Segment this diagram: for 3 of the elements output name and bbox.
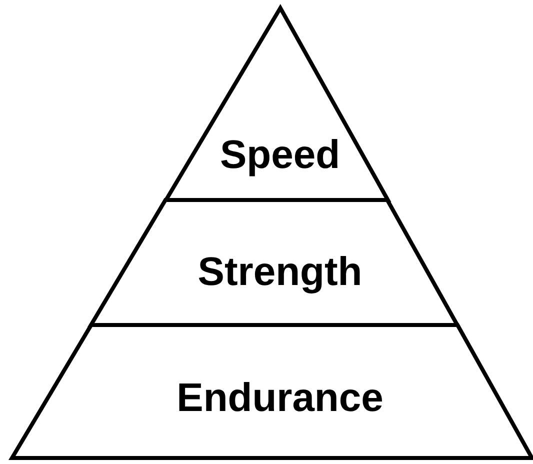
tier-label: Strength [198,252,362,292]
tier-label: Speed [220,135,340,175]
tier-label: Endurance [176,378,384,418]
